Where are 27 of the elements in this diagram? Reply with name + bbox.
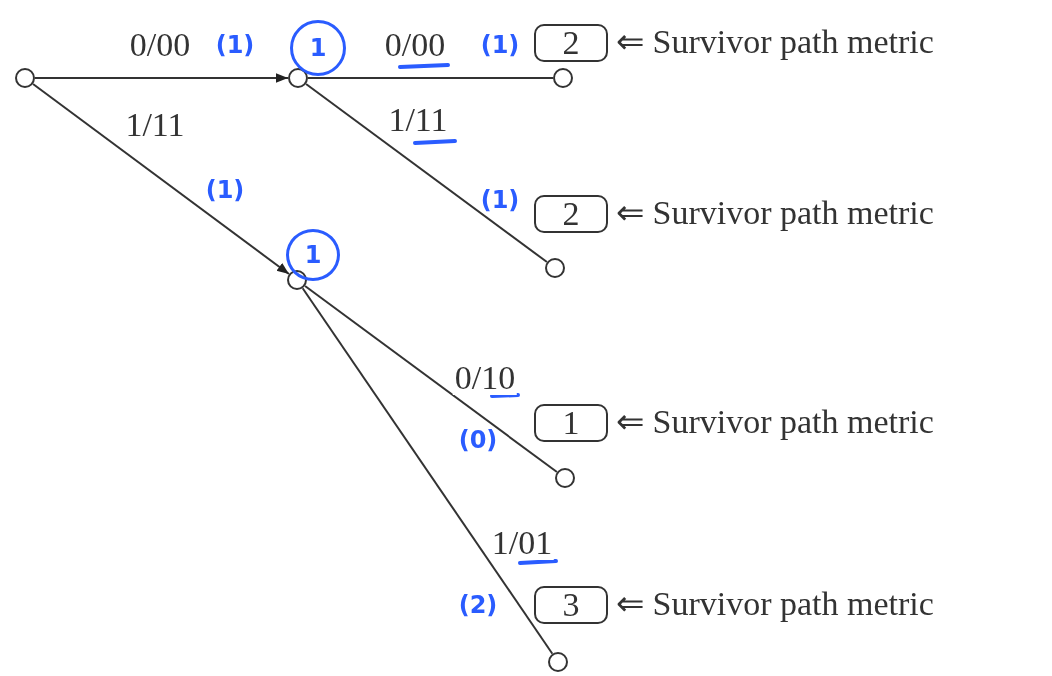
trellis-state-circle	[288, 68, 308, 88]
metric-box: 3	[534, 586, 608, 624]
node-caption: ⇐ Survivor path metric	[616, 193, 934, 232]
trellis-state-circle	[555, 468, 575, 488]
trellis-state-circle	[553, 68, 573, 88]
metric-box: 2	[534, 195, 608, 233]
handwritten-annotation: (2)	[458, 593, 498, 617]
handwritten-annotation: (1)	[480, 188, 520, 212]
trellis-branch	[305, 82, 548, 264]
trellis-state-circle	[287, 270, 307, 290]
trellis-branch	[34, 73, 289, 83]
node-caption: ⇐ Survivor path metric	[616, 22, 934, 61]
trellis-branch	[304, 284, 558, 474]
handwritten-annotation: (1)	[205, 178, 245, 202]
trellis-state-circle	[15, 68, 35, 88]
node-caption: ⇐ Survivor path metric	[616, 584, 934, 623]
handwritten-annotation: (0)	[458, 428, 498, 452]
handwritten-annotation: (1)	[215, 33, 255, 57]
trellis-state-circle	[548, 652, 568, 672]
handwritten-annotation: (1)	[480, 33, 520, 57]
metric-box: 2	[534, 24, 608, 62]
metric-box: 1	[534, 404, 608, 442]
trellis-branch	[32, 82, 290, 276]
node-caption: ⇐ Survivor path metric	[616, 402, 934, 441]
trellis-branch	[307, 77, 554, 79]
trellis-state-circle	[545, 258, 565, 278]
trellis-branch	[301, 287, 554, 655]
